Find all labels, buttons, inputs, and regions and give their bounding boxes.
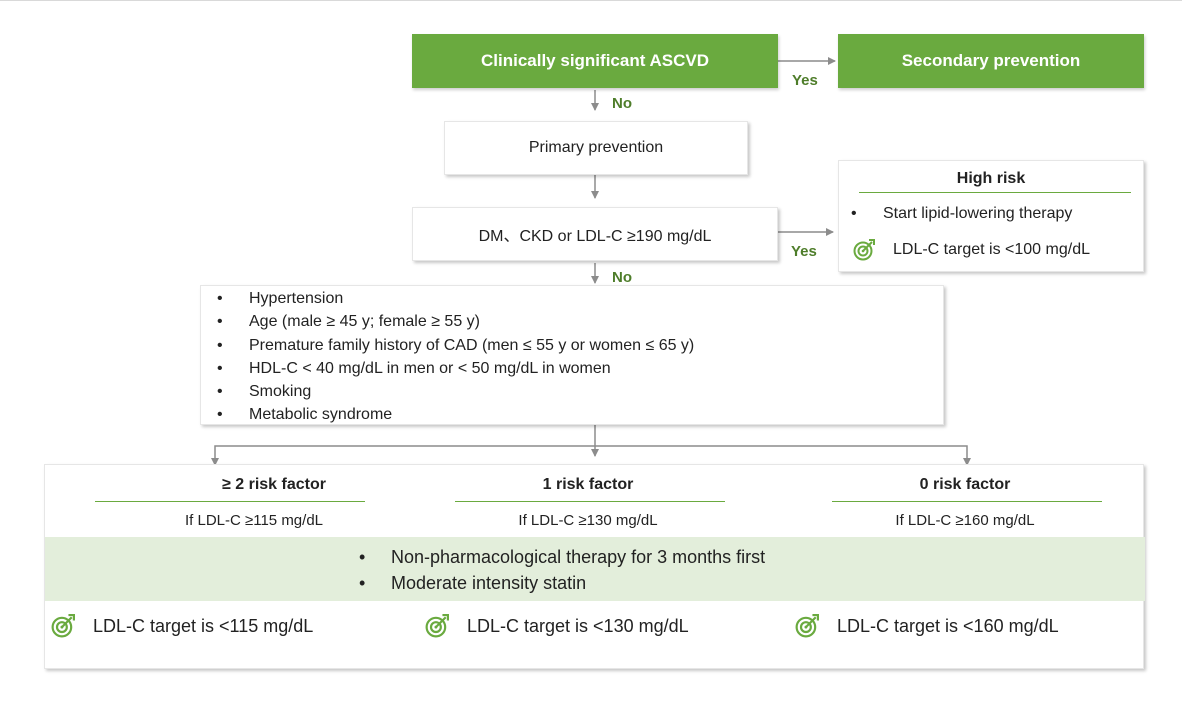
node-dm-ckd: DM、CKD or LDL-C ≥190 mg/dL — [412, 207, 778, 261]
risk-factor-item: Hypertension — [209, 287, 694, 311]
target-icon — [51, 614, 75, 638]
node-secondary-label: Secondary prevention — [901, 51, 1081, 70]
risk-factors-list: Hypertension Age (male ≥ 45 y; female ≥ … — [209, 287, 694, 427]
risk-factor-item: Metabolic syndrome — [209, 403, 694, 427]
top-divider — [0, 0, 1182, 1]
column-title-1: 1 risk factor — [542, 476, 634, 493]
risk-factor-item: HDL-C < 40 mg/dL in men or < 50 mg/dL in… — [209, 357, 694, 381]
target-0: LDL-C target is <160 mg/dL — [795, 614, 1059, 638]
column-title-0: 0 risk factor — [919, 476, 1011, 493]
target-2plus-text: LDL-C target is <115 mg/dL — [93, 615, 314, 636]
target-1: LDL-C target is <130 mg/dL — [425, 614, 689, 638]
edge-label-yes-1: Yes — [792, 72, 818, 89]
edge-label-no-2: No — [612, 269, 632, 286]
high-risk-target: LDL-C target is <100 mg/dL — [853, 239, 1090, 261]
node-ascvd: Clinically significant ASCVD — [412, 34, 778, 88]
column-title-2plus: ≥ 2 risk factor — [222, 476, 326, 493]
node-secondary-prevention: Secondary prevention — [838, 34, 1144, 88]
high-risk-divider — [859, 192, 1131, 193]
high-risk-title: High risk — [956, 170, 1026, 187]
target-2plus: LDL-C target is <115 mg/dL — [51, 614, 313, 638]
target-icon — [853, 239, 875, 261]
edge-label-no-1: No — [612, 95, 632, 112]
target-1-text: LDL-C target is <130 mg/dL — [467, 615, 689, 636]
column-divider-2plus — [95, 501, 365, 502]
node-dm-ckd-label: DM、CKD or LDL-C ≥190 mg/dL — [478, 228, 712, 245]
target-icon — [795, 614, 819, 638]
high-risk-target-text: LDL-C target is <100 mg/dL — [893, 241, 1090, 258]
branch-line — [214, 445, 968, 465]
edge-label-yes-2: Yes — [791, 243, 817, 260]
high-risk-box: High risk Start lipid-lowering therapy L… — [838, 160, 1144, 272]
risk-factor-item: Premature family history of CAD (men ≤ 5… — [209, 334, 694, 358]
node-ascvd-label: Clinically significant ASCVD — [481, 51, 709, 70]
column-divider-0 — [832, 501, 1102, 502]
risk-factor-item: Age (male ≥ 45 y; female ≥ 55 y) — [209, 310, 694, 334]
node-primary-prevention: Primary prevention — [444, 121, 748, 175]
treatment-box: ≥ 2 risk factor If LDL-C ≥115 mg/dL 1 ri… — [44, 464, 1145, 669]
column-condition-2plus: If LDL-C ≥115 mg/dL — [184, 512, 324, 529]
high-risk-bullet: Start lipid-lowering therapy — [843, 202, 1072, 226]
therapy-list: Non-pharmacological therapy for 3 months… — [359, 544, 765, 596]
high-risk-list: Start lipid-lowering therapy — [843, 202, 1072, 226]
risk-factors-box: Hypertension Age (male ≥ 45 y; female ≥ … — [200, 285, 944, 427]
node-primary-label: Primary prevention — [528, 139, 664, 156]
column-divider-1 — [455, 501, 725, 502]
column-condition-1: If LDL-C ≥130 mg/dL — [518, 512, 658, 529]
risk-factor-item: Smoking — [209, 380, 694, 404]
therapy-item: Non-pharmacological therapy for 3 months… — [359, 544, 765, 570]
target-0-text: LDL-C target is <160 mg/dL — [837, 615, 1059, 636]
therapy-item: Moderate intensity statin — [359, 570, 765, 596]
target-icon — [425, 614, 449, 638]
column-condition-0: If LDL-C ≥160 mg/dL — [895, 512, 1035, 529]
